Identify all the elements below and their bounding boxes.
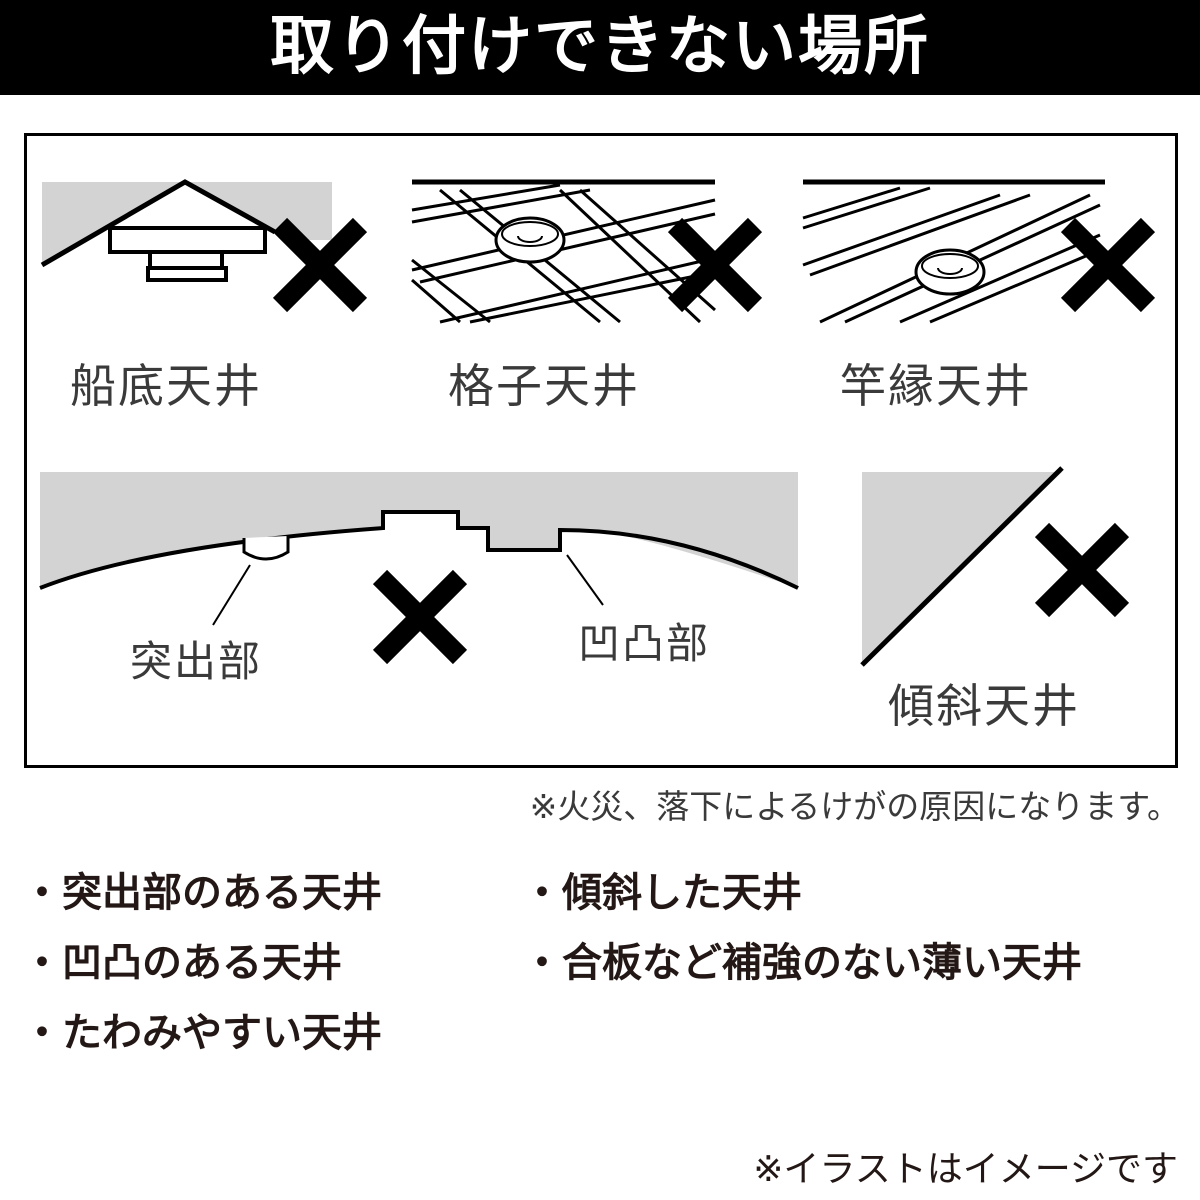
label-koshi: 格子天井: [448, 359, 640, 413]
illustration-disclaimer: ※イラストはイメージです: [753, 1149, 1178, 1190]
cross-icon: [1068, 225, 1148, 305]
page-title: 取り付けできない場所: [0, 0, 1200, 95]
uneven-ceiling-illustration: [39, 472, 799, 657]
bullet-item: ・たわみやすい天井: [22, 1010, 382, 1056]
funazoko-ceiling-illustration: [40, 179, 360, 305]
bullet-item: ・合板など補強のない薄い天井: [522, 940, 1082, 986]
cross-icon: [1042, 530, 1122, 610]
label-saobuchi: 竿縁天井: [840, 359, 1032, 413]
bullet-item: ・傾斜した天井: [522, 870, 802, 916]
light-fixture-icon: [914, 248, 986, 296]
label-funazoko: 船底天井: [70, 359, 262, 413]
cross-icon: [380, 577, 460, 657]
light-fixture-icon: [494, 216, 566, 264]
bullet-item: ・凹凸のある天井: [22, 940, 342, 986]
illustration-frame: [24, 133, 1178, 768]
warning-note: ※火災、落下によるけがの原因になります。: [529, 787, 1180, 826]
sloped-ceiling-illustration: [860, 466, 1122, 667]
label-protrusion: 突出部: [130, 637, 263, 686]
saobuchi-ceiling-illustration: [802, 179, 1148, 324]
bullet-item: ・突出部のある天井: [22, 870, 382, 916]
label-uneven: 凹凸部: [578, 619, 711, 668]
koshi-ceiling-illustration: [411, 179, 755, 324]
label-sloped: 傾斜天井: [888, 679, 1080, 733]
